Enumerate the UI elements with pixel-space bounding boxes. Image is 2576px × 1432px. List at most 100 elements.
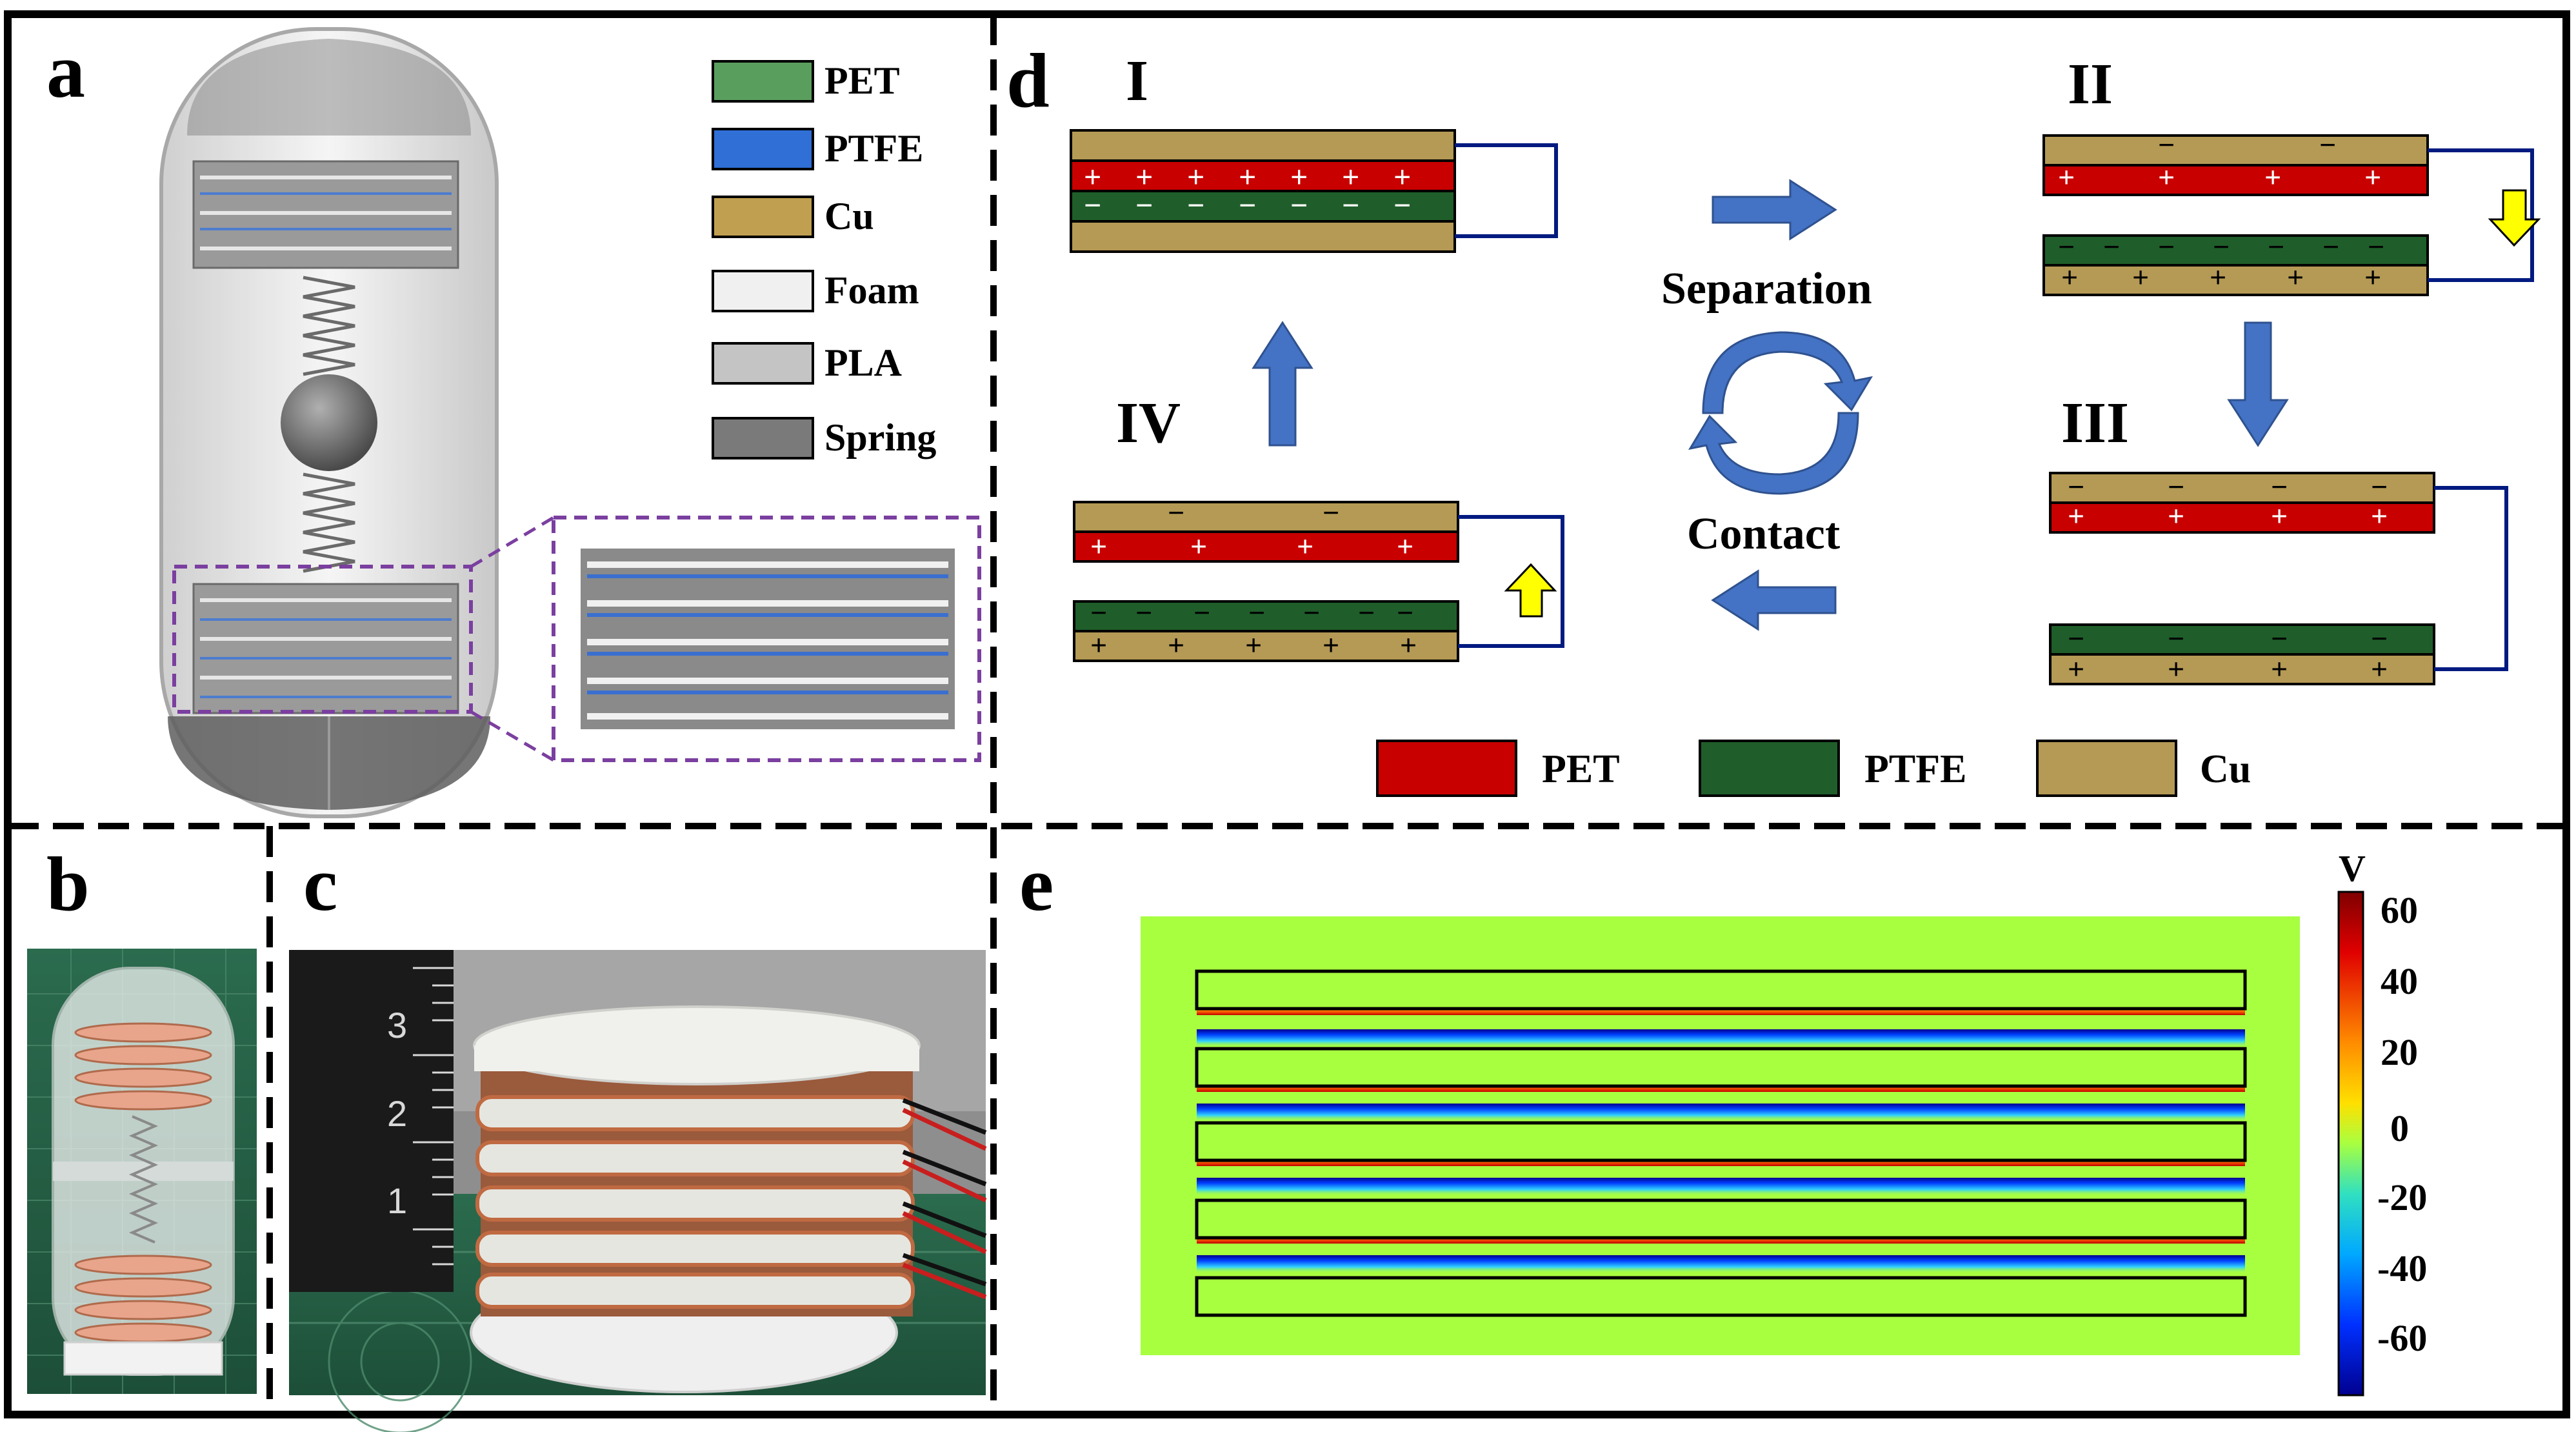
plus-charge: + bbox=[1245, 629, 1262, 661]
plus-charge: + bbox=[2068, 499, 2084, 532]
zoom-region-box bbox=[172, 565, 473, 714]
legend-label: Cu bbox=[824, 195, 874, 237]
minus-charge: − bbox=[2213, 230, 2230, 263]
ruler-tick-label: 2 bbox=[387, 1093, 407, 1134]
capsule-top-cap bbox=[187, 39, 471, 136]
arrow-up-iv-i bbox=[1252, 321, 1313, 447]
panel-label-e: e bbox=[1019, 841, 1053, 927]
bottom-teng-stack bbox=[192, 583, 459, 714]
legend-item-spring: Spring bbox=[712, 416, 936, 459]
legend-label: PTFE bbox=[824, 127, 923, 170]
plus-charge: + bbox=[1290, 160, 1308, 194]
plus-charge: + bbox=[1090, 530, 1107, 563]
colorbar-tick: 40 bbox=[2381, 960, 2418, 1002]
ruler: 3 2 1 bbox=[289, 950, 454, 1292]
mass-ball bbox=[281, 374, 377, 471]
plus-charge: + bbox=[1135, 160, 1153, 194]
panel-label-d: d bbox=[1006, 37, 1050, 123]
current-arrow-down bbox=[2488, 189, 2541, 247]
stage-iii-device: − − − − − − − − + + + + + + + + bbox=[2049, 470, 2508, 685]
stage-label-iii: III bbox=[2061, 391, 2129, 455]
legend-item-ptfe: PTFE bbox=[712, 127, 923, 170]
photo-capsule-b bbox=[27, 949, 257, 1394]
minus-charge: − bbox=[2158, 128, 2175, 161]
arrow-down-ii-iii bbox=[2227, 321, 2289, 447]
legend-label: Cu bbox=[2200, 747, 2251, 791]
lower-spring bbox=[303, 472, 355, 573]
legend-swatch bbox=[1376, 740, 1517, 797]
legend-item-ptfe-d: PTFE bbox=[1699, 740, 1966, 797]
minus-charge: − bbox=[1397, 596, 1413, 629]
upper-spring bbox=[303, 276, 355, 376]
plus-charge: + bbox=[2132, 261, 2149, 294]
minus-charge: − bbox=[1358, 596, 1375, 629]
legend-swatch bbox=[2036, 740, 2177, 797]
plus-charge: + bbox=[2364, 261, 2381, 294]
legend-swatch bbox=[712, 417, 814, 459]
colorbar-unit: V bbox=[2339, 847, 2366, 889]
plus-charge: + bbox=[2264, 161, 2281, 194]
separation-label: Separation bbox=[1661, 264, 1872, 314]
legend-item-pet-d: PET bbox=[1376, 740, 1620, 797]
legend-label: PTFE bbox=[1864, 747, 1966, 791]
plus-charge: + bbox=[1168, 629, 1184, 661]
stage-i-device: + + + + + + + − − − − − − − bbox=[1070, 129, 1558, 253]
minus-charge: − bbox=[1168, 496, 1184, 529]
minus-charge: − bbox=[1303, 596, 1320, 629]
legend-label: Foam bbox=[824, 269, 919, 312]
plus-charge: + bbox=[2210, 261, 2226, 294]
legend-item-cu: Cu bbox=[712, 195, 874, 238]
arrow-right-separation bbox=[1712, 179, 1837, 241]
arrow-left-contact bbox=[1711, 569, 1837, 631]
plus-charge: + bbox=[1400, 629, 1417, 661]
ruler-tick-label: 1 bbox=[387, 1180, 407, 1221]
minus-charge: − bbox=[1248, 596, 1265, 629]
minus-charge: − bbox=[1135, 188, 1153, 223]
plus-charge: + bbox=[1090, 629, 1107, 661]
stage-label-i: I bbox=[1126, 49, 1148, 113]
colorbar-tick: 60 bbox=[2381, 889, 2418, 931]
minus-charge: − bbox=[1090, 596, 1107, 629]
legend-label: PET bbox=[824, 59, 900, 102]
contact-label: Contact bbox=[1687, 509, 1840, 559]
legend-swatch bbox=[712, 342, 814, 385]
current-arrow-up bbox=[1504, 563, 1557, 618]
stage-label-iv: IV bbox=[1116, 391, 1181, 455]
electrode-plates bbox=[1195, 969, 2247, 1317]
legend-swatch bbox=[1699, 740, 1840, 797]
legend-item-cu-d: Cu bbox=[2036, 740, 2251, 797]
colorbar-tick: -40 bbox=[2377, 1247, 2427, 1289]
minus-charge: − bbox=[2058, 230, 2075, 263]
plus-charge: + bbox=[1190, 530, 1207, 563]
legend-swatch bbox=[712, 128, 814, 170]
minus-charge: − bbox=[2322, 230, 2339, 263]
legend-swatch bbox=[712, 196, 814, 238]
plus-charge: + bbox=[1239, 160, 1256, 194]
minus-charge: − bbox=[1193, 596, 1210, 629]
panel-label-b: b bbox=[46, 841, 90, 927]
cycle-icon bbox=[1688, 331, 1873, 495]
plus-charge: + bbox=[1297, 530, 1313, 563]
minus-charge: − bbox=[1239, 188, 1256, 223]
minus-charge: − bbox=[2158, 230, 2175, 263]
plus-charge: + bbox=[1393, 160, 1411, 194]
minus-charge: − bbox=[2319, 128, 2336, 161]
plus-charge: + bbox=[2158, 161, 2175, 194]
minus-charge: − bbox=[2168, 470, 2184, 503]
colorbar-tick: 20 bbox=[2381, 1031, 2418, 1073]
plus-charge: + bbox=[2168, 499, 2184, 532]
minus-charge: − bbox=[2068, 470, 2084, 503]
minus-charge: − bbox=[2271, 622, 2288, 655]
legend-item-foam: Foam bbox=[712, 269, 919, 312]
minus-charge: − bbox=[2371, 470, 2388, 503]
plus-charge: + bbox=[2271, 499, 2288, 532]
legend-materials-a: PET PTFE Cu Foam PLA Spring bbox=[712, 59, 936, 459]
ruler-tick-label: 3 bbox=[387, 1005, 407, 1045]
panel-label-c: c bbox=[303, 841, 337, 927]
minus-charge: − bbox=[1084, 188, 1101, 223]
legend-item-pla: PLA bbox=[712, 341, 902, 385]
colorbar-tick: -60 bbox=[2377, 1317, 2427, 1359]
potential-simulation-e: V 60 40 20 0 -20 -40 -60 bbox=[1141, 847, 2427, 1397]
legend-label: PLA bbox=[824, 341, 902, 384]
